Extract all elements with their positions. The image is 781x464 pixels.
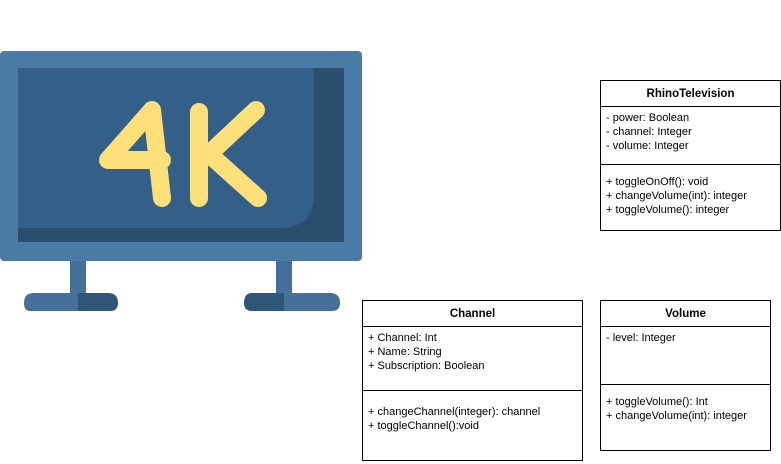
tv-4k-illustration	[0, 51, 362, 311]
method: + changeVolume(int): integer	[606, 190, 747, 202]
attribute: - volume: Integer	[606, 140, 689, 152]
class-name: Volume	[601, 301, 770, 327]
tv-leg-left	[70, 255, 86, 295]
method: + changeVolume(int): integer	[606, 410, 747, 422]
attribute: - power: Boolean	[606, 112, 690, 124]
tv-4-glyph	[99, 101, 171, 207]
method: + toggleVolume(): Int	[606, 396, 708, 408]
method: + changeChannel(integer): channel	[368, 406, 541, 418]
attribute: + Channel: Int	[368, 332, 437, 344]
method: + toggleOnOff(): void	[606, 176, 709, 188]
tv-screen-shadow	[18, 68, 344, 242]
class-rhino-television: RhinoTelevision - power: Boolean - chann…	[600, 80, 781, 231]
methods-section: + changeChannel(integer): channel + togg…	[363, 391, 582, 437]
tv-screen	[18, 68, 344, 242]
method: + toggleVolume(): integer	[606, 204, 730, 216]
tv-foot-right-dark	[244, 293, 284, 311]
attribute: - channel: Integer	[606, 126, 692, 138]
class-channel: Channel + Channel: Int + Name: String + …	[362, 300, 583, 461]
attributes-section: - power: Boolean - channel: Integer - vo…	[601, 107, 780, 165]
attribute: + Subscription: Boolean	[368, 360, 485, 372]
class-name: Channel	[363, 301, 582, 327]
methods-section: + toggleVolume(): Int + changeVolume(int…	[601, 385, 770, 427]
tv-foot-left-light	[24, 293, 78, 311]
tv-k-glyph	[190, 101, 267, 207]
class-volume: Volume - level: Integer + toggleVolume()…	[600, 300, 771, 451]
tv-foot-right-light	[284, 293, 340, 311]
tv-leg-right	[276, 255, 292, 295]
attributes-section: + Channel: Int + Name: String + Subscrip…	[363, 327, 582, 391]
tv-foot-left-dark	[78, 293, 118, 311]
attribute: - level: Integer	[606, 332, 676, 344]
methods-section: + toggleOnOff(): void + changeVolume(int…	[601, 165, 780, 221]
attributes-section: - level: Integer	[601, 327, 770, 385]
method: + toggleChannel():void	[368, 420, 479, 432]
class-name: RhinoTelevision	[601, 81, 780, 107]
attribute: + Name: String	[368, 346, 442, 358]
